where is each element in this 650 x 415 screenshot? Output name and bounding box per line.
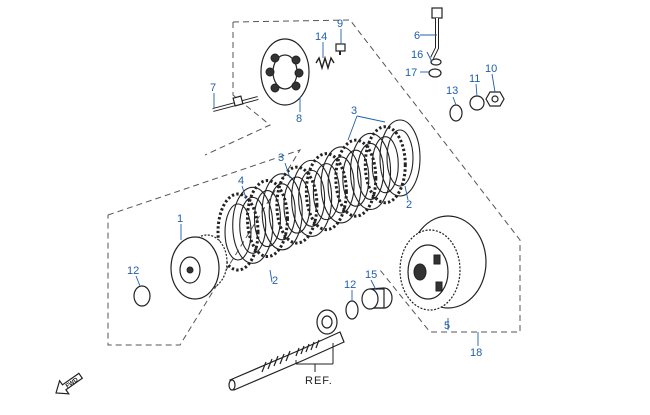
- o-ring-17: [428, 68, 442, 78]
- bearing: [316, 309, 338, 335]
- callout-15: 15: [365, 269, 377, 281]
- clutch-housing: [399, 215, 487, 311]
- plate-inner-edge: [268, 183, 296, 241]
- push-rod: [212, 95, 259, 112]
- assembly-boundary-lower: [107, 149, 302, 346]
- callout-17: 17: [405, 67, 417, 79]
- friction-disc: [245, 179, 289, 259]
- release-lever: [430, 7, 443, 59]
- clutch-spring: [315, 55, 335, 71]
- callout-5: 5: [444, 320, 450, 332]
- friction-disc: [216, 192, 260, 272]
- steel-plate: [349, 132, 392, 211]
- callout-11: 11: [469, 73, 480, 85]
- forward-arrow-icon: FWD: [55, 372, 84, 395]
- friction-disc: [304, 152, 348, 232]
- steel-plate: [379, 119, 421, 197]
- clutch-plate-stack: [216, 119, 421, 272]
- steel-plate: [291, 159, 333, 237]
- plate-inner-edge: [356, 142, 385, 201]
- callout-9: 9: [337, 18, 343, 30]
- thrust-washer-12-right: [345, 300, 359, 320]
- steel-plate: [232, 186, 274, 264]
- plate-inner-edge: [224, 203, 252, 261]
- callouts: 1 2 2 3 3 4 5 6 7 8 9 10 11 12 12 13 14 …: [127, 18, 497, 359]
- callout-13: 13: [446, 85, 458, 97]
- plate-inner-edge: [371, 136, 399, 194]
- clutch-center: [170, 234, 228, 300]
- friction-disc: [275, 165, 319, 245]
- leader-lines: [135, 29, 496, 346]
- plate-inner-edge: [386, 129, 414, 187]
- washer-13: [449, 104, 463, 122]
- callout-3-lower: 3: [278, 152, 284, 164]
- pressure-plate: [260, 38, 310, 106]
- callout-12-right: 12: [344, 279, 356, 291]
- spring-bolt: [335, 43, 346, 55]
- friction-disc: [363, 125, 407, 205]
- main-shaft: [228, 331, 345, 391]
- friction-disc: [334, 138, 378, 218]
- plate-inner-edge: [327, 156, 355, 214]
- callout-1: 1: [177, 213, 183, 225]
- steel-plate: [320, 146, 362, 224]
- callout-3-upper: 3: [351, 105, 357, 117]
- callout-4: 4: [238, 175, 244, 187]
- callout-6: 6: [414, 30, 420, 42]
- steel-plate: [261, 173, 303, 251]
- callout-10: 10: [485, 63, 497, 75]
- callout-18: 18: [470, 347, 482, 359]
- callout-12-left: 12: [127, 265, 139, 277]
- oil-seal-16: [430, 58, 442, 66]
- callout-7: 7: [210, 82, 216, 94]
- plate-inner-edge: [283, 176, 311, 234]
- hub-nut: [485, 91, 505, 107]
- plate-inner-edge: [312, 163, 340, 221]
- plate-inner-edge: [342, 149, 370, 207]
- callout-16: 16: [411, 49, 423, 61]
- callout-8: 8: [296, 113, 302, 125]
- lock-washer-11: [469, 95, 485, 111]
- plate-inner-edge: [239, 196, 267, 254]
- callout-2-lower: 2: [272, 275, 278, 287]
- ref-label: REF.: [305, 375, 333, 387]
- ref-bracket: [295, 343, 334, 372]
- thrust-washer-12-left: [133, 285, 151, 307]
- plate-inner-edge: [298, 169, 326, 227]
- callout-14: 14: [315, 31, 327, 43]
- plate-inner-edge: [253, 189, 282, 248]
- callout-2-upper: 2: [406, 199, 412, 211]
- assembly-boundary-upper: [232, 19, 521, 333]
- spacer-bushing: [361, 287, 393, 310]
